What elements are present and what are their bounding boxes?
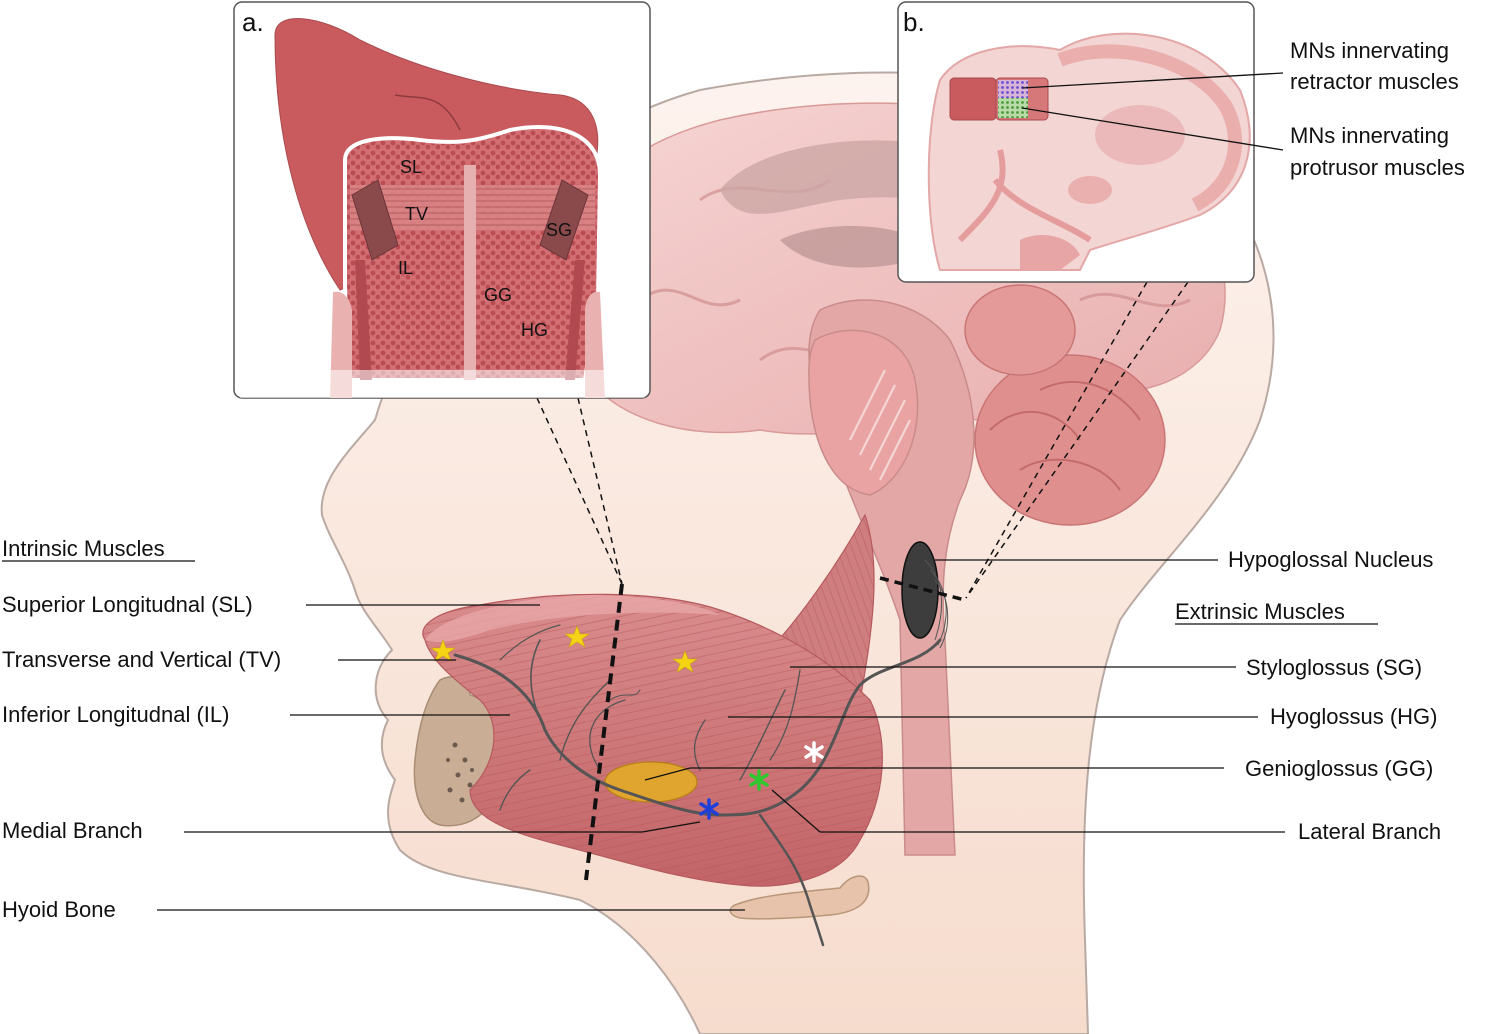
retractor-mn-cluster	[998, 80, 1028, 98]
panel-a-label-sg: SG	[546, 220, 572, 240]
nucleus-fibers	[924, 559, 949, 649]
label-superior-longitudinal: Superior Longitudnal (SL)	[2, 592, 253, 617]
extrinsic-muscles-heading: Extrinsic Muscles	[1175, 599, 1345, 624]
yellow-star-markers	[430, 625, 698, 673]
label-medial-branch: Medial Branch	[2, 818, 143, 843]
white-asterisk-icon	[804, 741, 824, 763]
label-transverse-vertical: Transverse and Vertical (TV)	[2, 647, 281, 672]
blue-asterisk-icon	[699, 798, 719, 820]
panel-a: a. SL TV SG IL GG HG	[233, 1, 651, 399]
star-icon	[430, 639, 456, 662]
panel-a-label-hg: HG	[521, 320, 548, 340]
label-protrusor-line2: protrusor muscles	[1290, 155, 1465, 180]
star-icon	[672, 650, 698, 673]
label-inferior-longitudinal: Inferior Longitudnal (IL)	[2, 702, 229, 727]
hypoglossal-nucleus	[901, 541, 939, 639]
hyoid-bone	[729, 875, 870, 920]
label-retractor-line1: MNs innervating	[1290, 38, 1449, 63]
hypoglossal-nerve	[453, 624, 942, 947]
tongue-section-line	[584, 583, 624, 881]
label-hyoglossus: Hyoglossus (HG)	[1270, 704, 1437, 729]
intrinsic-muscles-heading: Intrinsic Muscles	[2, 536, 165, 561]
asterisk-markers	[699, 741, 824, 820]
panel-a-label-tv: TV	[405, 204, 428, 224]
genioglossus-ellipse	[604, 761, 698, 803]
label-lateral-branch: Lateral Branch	[1298, 819, 1441, 844]
panel-a-label-sl: SL	[400, 157, 422, 177]
star-icon	[564, 625, 590, 648]
green-asterisk-icon	[749, 769, 769, 791]
label-hyoid-bone: Hyoid Bone	[2, 897, 116, 922]
label-genioglossus: Genioglossus (GG)	[1245, 756, 1433, 781]
panel-b-letter: b.	[903, 7, 925, 37]
panel-a-label-il: IL	[398, 258, 413, 278]
protrusor-mn-cluster	[998, 98, 1028, 118]
callout-lines	[536, 281, 1189, 599]
cerebellum	[964, 284, 1166, 526]
panel-a-label-gg: GG	[484, 285, 512, 305]
label-styloglossus: Styloglossus (SG)	[1246, 655, 1422, 680]
mandible-pores	[446, 742, 474, 803]
pons-fibers	[849, 369, 911, 481]
label-protrusor-line1: MNs innervating	[1290, 123, 1449, 148]
label-hypoglossal-nucleus: Hypoglossal Nucleus	[1228, 547, 1433, 572]
panel-a-letter: a.	[242, 7, 264, 37]
panel-b: b.	[897, 1, 1284, 283]
tongue-surface	[425, 595, 720, 642]
label-retractor-line2: retractor muscles	[1290, 69, 1459, 94]
septum	[464, 165, 476, 380]
nucleus-left	[949, 77, 997, 121]
